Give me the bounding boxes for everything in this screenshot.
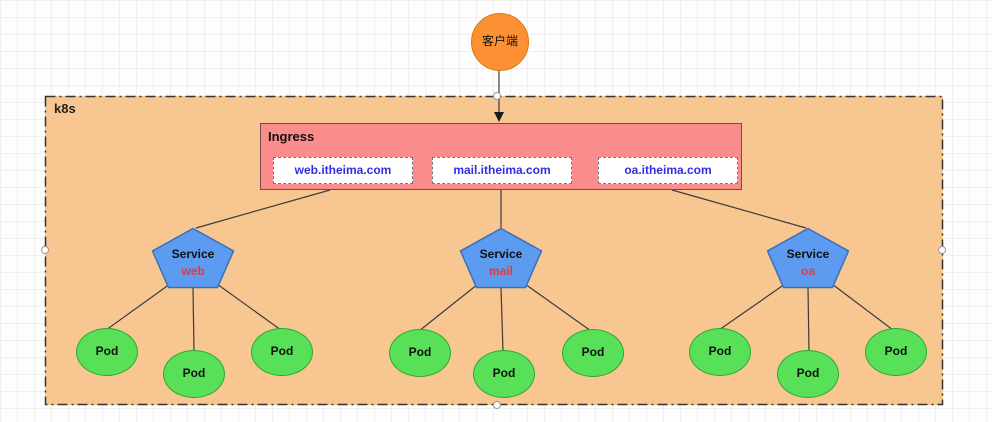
pod-node[interactable]: Pod <box>865 328 927 376</box>
client-label: 客户端 <box>481 34 518 48</box>
host-label: oa.itheima.com <box>624 163 712 177</box>
pod-label: Pod <box>270 344 294 358</box>
selection-handle-left[interactable] <box>41 246 49 254</box>
pod-label: Pod <box>796 366 820 380</box>
service-type-label: Service <box>171 247 215 261</box>
service-name-label: mail <box>488 264 513 278</box>
pod-label: Pod <box>95 344 119 358</box>
service-name-label: web <box>181 264 205 278</box>
k8s-label: k8s <box>54 101 76 116</box>
pod-label: Pod <box>884 344 908 358</box>
service-node-oa[interactable]: Service oa <box>766 227 850 289</box>
service-type-label: Service <box>479 247 523 261</box>
service-node-mail[interactable]: Service mail <box>459 227 543 289</box>
host-box-oa[interactable]: oa.itheima.com <box>598 157 738 184</box>
host-box-web[interactable]: web.itheima.com <box>273 157 413 184</box>
pod-label: Pod <box>182 366 206 380</box>
host-box-mail[interactable]: mail.itheima.com <box>432 157 572 184</box>
pod-node[interactable]: Pod <box>389 329 451 377</box>
selection-handle-right[interactable] <box>938 246 946 254</box>
pod-node[interactable]: Pod <box>777 350 839 398</box>
pod-node[interactable]: Pod <box>473 350 535 398</box>
host-label: mail.itheima.com <box>453 163 551 177</box>
pod-label: Pod <box>581 345 605 359</box>
pod-node[interactable]: Pod <box>689 328 751 376</box>
selection-handle-bottom[interactable] <box>493 401 501 409</box>
service-type-label: Service <box>786 247 830 261</box>
selection-handle-top[interactable] <box>493 92 501 100</box>
pod-label: Pod <box>492 366 516 380</box>
pod-label: Pod <box>408 345 432 359</box>
pod-label: Pod <box>708 344 732 358</box>
pod-node[interactable]: Pod <box>562 329 624 377</box>
pod-node[interactable]: Pod <box>76 328 138 376</box>
ingress-title: Ingress <box>268 129 315 144</box>
host-label: web.itheima.com <box>294 163 392 177</box>
service-node-web[interactable]: Service web <box>151 227 235 289</box>
service-name-label: oa <box>800 264 815 278</box>
ingress-box[interactable]: Ingress web.itheima.com mail.itheima.com… <box>260 123 742 190</box>
pod-node[interactable]: Pod <box>163 350 225 398</box>
pod-node[interactable]: Pod <box>251 328 313 376</box>
client-node[interactable]: 客户端 <box>471 13 529 71</box>
